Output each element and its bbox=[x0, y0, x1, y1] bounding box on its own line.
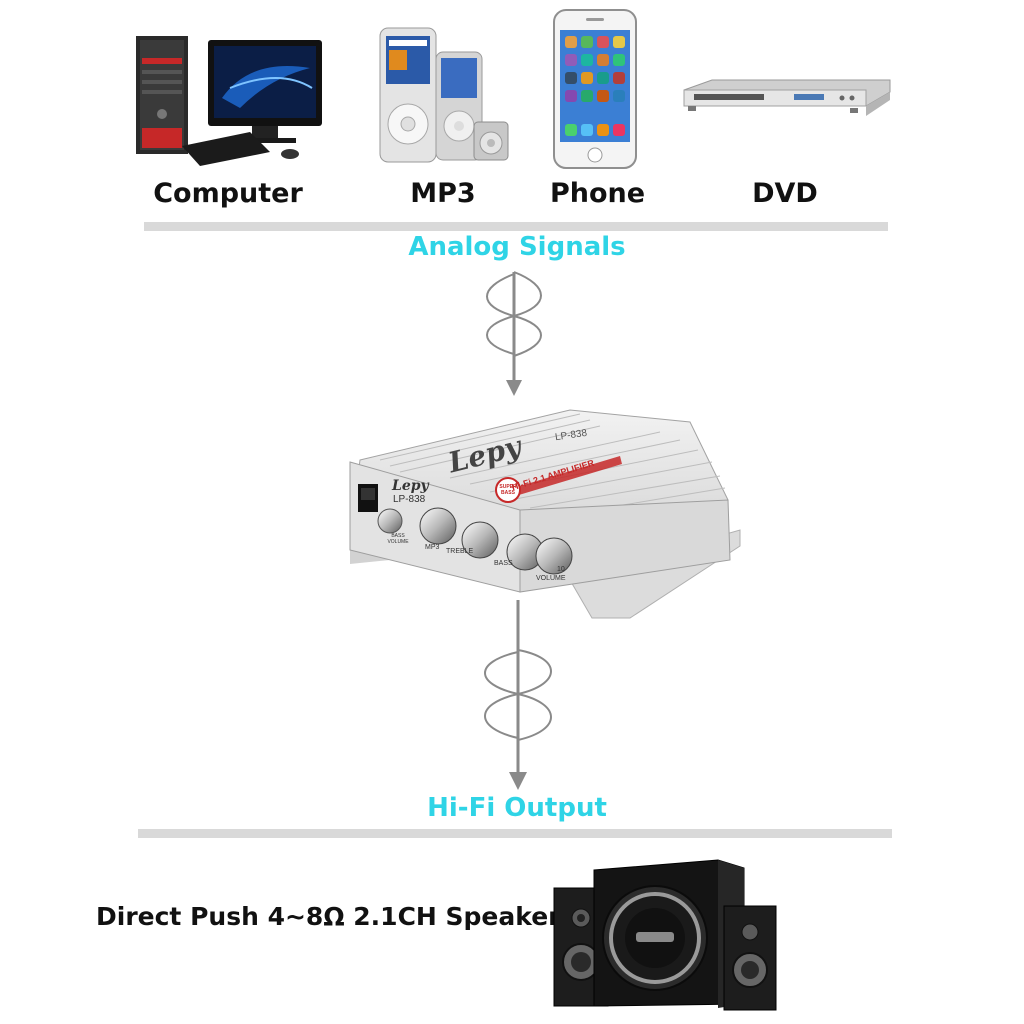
source-label-computer: Computer bbox=[153, 178, 303, 209]
source-label-mp3: MP3 bbox=[410, 178, 476, 209]
volume-scale-max: 10 bbox=[557, 566, 565, 573]
speaker-label: Direct Push 4~8Ω 2.1CH Speaker bbox=[96, 902, 561, 931]
amplifier-image bbox=[349, 409, 741, 619]
knob-label-mp3: MP3 bbox=[425, 544, 440, 551]
source-label-dvd: DVD bbox=[752, 178, 818, 209]
knob-label-bass: BASS bbox=[494, 560, 513, 567]
mp3-player-icon bbox=[379, 27, 509, 163]
source-label-phone: Phone bbox=[549, 178, 646, 209]
bottom-divider bbox=[138, 829, 892, 838]
output-signal-label: Hi-Fi Output bbox=[427, 793, 607, 823]
input-signal-wave-arrow bbox=[486, 271, 542, 396]
amplifier-front-model: LP-838 bbox=[393, 494, 426, 505]
knob-label-treble: TREBLE bbox=[446, 548, 474, 555]
top-divider bbox=[144, 222, 888, 231]
amplifier-badge: SUPER BASS bbox=[499, 484, 517, 496]
computer-icon bbox=[136, 36, 322, 166]
dvd-player-icon bbox=[683, 79, 891, 116]
phone-icon bbox=[553, 9, 637, 169]
output-signal-wave-arrow bbox=[484, 600, 552, 790]
speaker-system-image bbox=[553, 859, 777, 1011]
amplifier-front-brand: Lepy bbox=[392, 478, 429, 494]
amplifier-bass-volume-label: BASS VOLUME bbox=[387, 533, 409, 545]
input-signal-label: Analog Signals bbox=[408, 232, 626, 262]
knob-label-volume: VOLUME bbox=[536, 575, 566, 582]
